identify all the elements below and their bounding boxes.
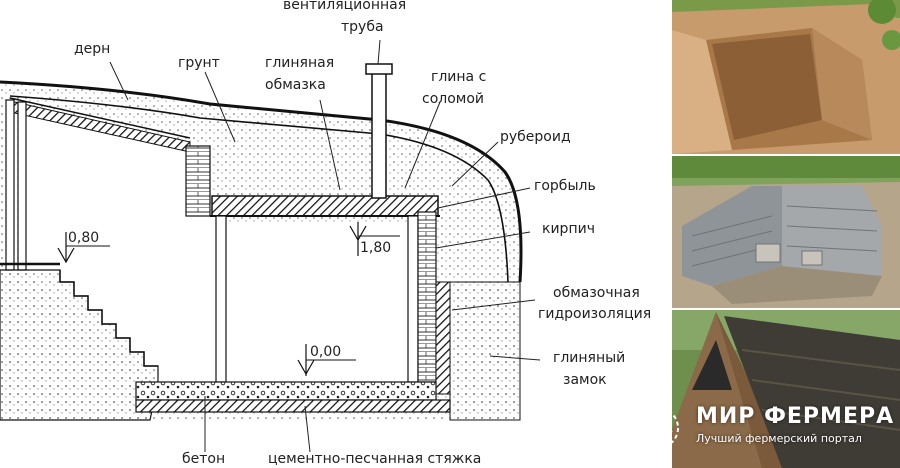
label-clay-lock-line2: замок	[563, 372, 607, 388]
chamber-post-right	[407, 215, 419, 383]
sod-outline	[0, 80, 523, 283]
ceiling-slab	[211, 195, 439, 217]
label-vent-pipe-line2: труба	[341, 19, 384, 35]
inner-brick-wall	[185, 145, 211, 217]
floor-concrete	[135, 381, 437, 401]
elevation-marker-stair	[57, 232, 110, 264]
elevation-marker-ceiling	[349, 222, 400, 256]
logo-emblem-icon	[637, 407, 679, 449]
entrance-post-left	[5, 99, 15, 271]
roofing-felt-line	[9, 95, 509, 283]
label-screed: цементно-песчанная стяжка	[268, 451, 481, 467]
floor-screed	[135, 399, 451, 413]
label-vent-pipe-line1: вентиляционная	[283, 0, 406, 13]
elevation-marker-floor	[297, 344, 356, 376]
ventilation-pipe	[371, 71, 387, 199]
elevation-label-stair: 0,80	[68, 230, 99, 246]
label-slab: горбыль	[534, 178, 596, 194]
label-clay-straw-line1: глина с	[431, 69, 486, 85]
chamber-post-left	[215, 215, 227, 383]
site-logo: МИР ФЕРМЕРА Лучший фермерский портал	[632, 398, 900, 458]
label-roofing-felt: рубероид	[500, 129, 571, 145]
photo-excavated-pit	[672, 0, 900, 154]
label-coating-waterproofing-line1: обмазочная	[553, 285, 640, 301]
label-concrete: бетон	[182, 451, 225, 467]
right-brick-wall	[417, 211, 437, 383]
label-clay-coat-line2: обмазка	[265, 77, 326, 93]
label-clay-lock-line1: глиняный	[553, 350, 625, 366]
logo-title: МИР ФЕРМЕРА	[696, 404, 895, 429]
entrance-post-right	[17, 101, 27, 271]
label-brick: кирпич	[542, 221, 595, 237]
ventilation-pipe-cap	[365, 63, 393, 75]
label-sod: дерн	[74, 41, 110, 57]
cellar-cross-section-diagram: вентиляционная труба дерн грунт глиняная…	[0, 0, 651, 467]
photo-gable-roof-cellar	[672, 310, 900, 468]
photo-cinder-block-walls	[672, 156, 900, 308]
elevation-label-ceiling: 1,80	[360, 240, 391, 256]
label-coating-waterproofing-line2: гидроизоляция	[538, 306, 651, 322]
stair-steps	[59, 270, 158, 367]
label-soil: грунт	[178, 55, 220, 71]
label-clay-straw-line2: соломой	[422, 91, 484, 107]
logo-subtitle: Лучший фермерский портал	[696, 432, 862, 445]
clay-lock	[449, 281, 521, 421]
label-clay-coat-line1: глиняная	[265, 55, 334, 71]
elevation-label-floor: 0,00	[310, 344, 341, 360]
waterproofing-layer	[435, 281, 451, 395]
leader-lines	[109, 39, 541, 453]
